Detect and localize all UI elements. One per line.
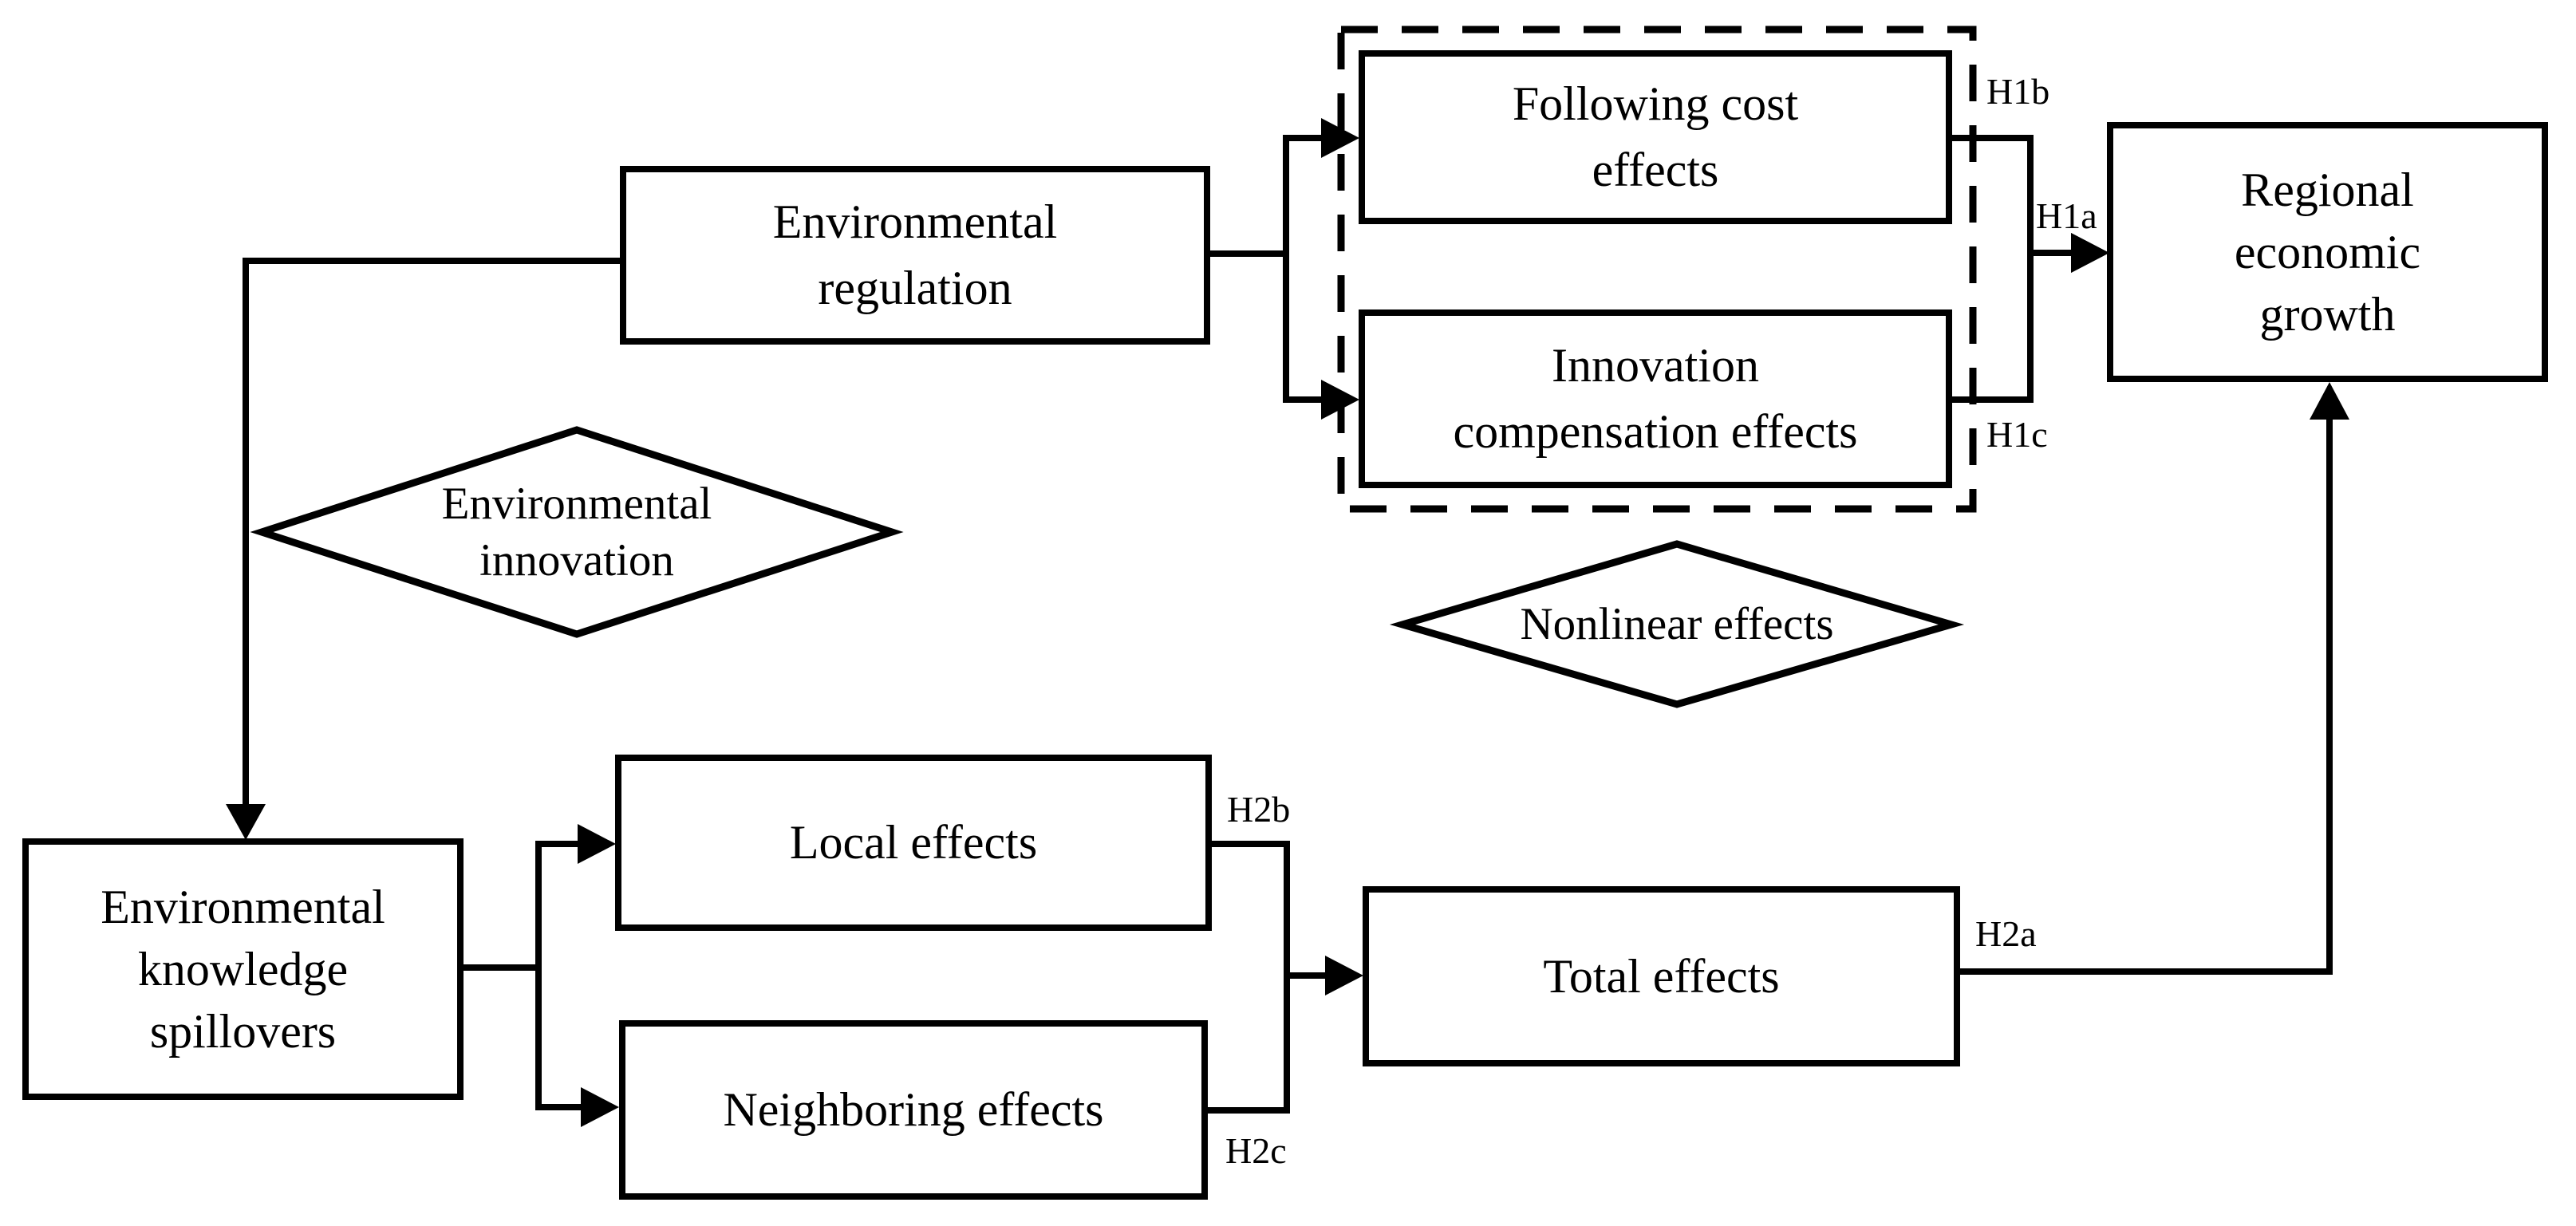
arrowhead-into-regional-bottom bbox=[2310, 382, 2349, 420]
node-environmental-regulation: Environmental regulation bbox=[620, 166, 1210, 345]
arrowhead-into-local bbox=[578, 824, 616, 864]
arrowhead-into-local bbox=[2071, 233, 2109, 273]
node-innovation-compensation-effects: Innovation compensation effects bbox=[1359, 309, 1952, 488]
label-h1c: H1c bbox=[1986, 414, 2048, 455]
label-h1a: H1a bbox=[2036, 195, 2097, 236]
node-following-cost-effects: Following cost effects bbox=[1359, 50, 1952, 224]
diamond-nonlinear-effects bbox=[1389, 540, 1965, 708]
node-environmental-knowledge-spillovers: Environmental knowledge spillovers bbox=[22, 838, 464, 1100]
node-regional-economic-growth: Regional economic growth bbox=[2107, 122, 2548, 382]
diamond-environmental-innovation bbox=[250, 426, 904, 638]
arrowhead-into-following bbox=[1321, 118, 1359, 158]
label-h2b: H2b bbox=[1227, 789, 1291, 830]
arrowhead-into-spillovers bbox=[226, 804, 266, 840]
arrowhead-into-total bbox=[1325, 956, 1363, 995]
label-h2a: H2a bbox=[1975, 913, 2037, 954]
label-h1b: H1b bbox=[1986, 71, 2050, 112]
connector-regulation-to-spillovers bbox=[243, 258, 623, 807]
dashed-mediator-frame bbox=[1337, 26, 1977, 513]
node-neighboring-effects: Neighboring effects bbox=[619, 1020, 1208, 1200]
arrowhead-into-neighboring bbox=[581, 1087, 619, 1127]
connector-total-to-regional bbox=[1957, 418, 2333, 975]
node-total-effects: Total effects bbox=[1363, 886, 1960, 1066]
node-local-effects: Local effects bbox=[615, 755, 1212, 931]
label-h2c: H2c bbox=[1225, 1130, 1287, 1171]
